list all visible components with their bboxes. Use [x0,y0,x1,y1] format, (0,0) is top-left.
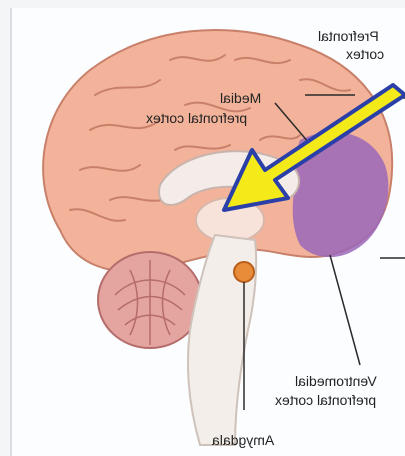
medial-label-line2: prefrontal cortex [146,110,247,126]
amygdala-label: Amygdala [212,432,274,448]
prefrontal-label-line1: Prefrontal [318,28,379,44]
amygdala-structure [234,262,254,282]
medial-label-line1: Medial [220,90,261,106]
ventromedial-label-line1: Ventromedial [295,373,377,389]
ventromedial-label-line2: prefrontal cortex [275,392,376,408]
prefrontal-label-line2: cortex [346,46,384,62]
